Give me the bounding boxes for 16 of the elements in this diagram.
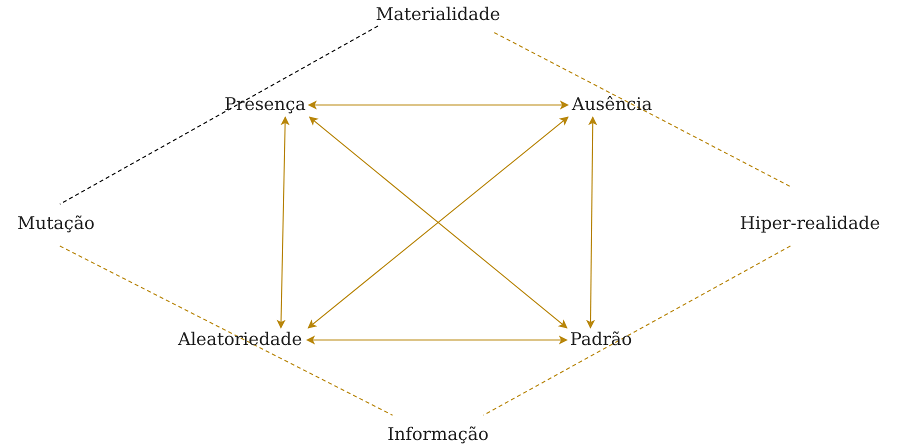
concept-label: Mutação — [17, 213, 95, 235]
concept-label: Informação — [387, 424, 489, 446]
arrow — [586, 116, 598, 329]
dashed-line — [60, 26, 378, 205]
concept-label: Padrão — [570, 329, 632, 351]
concept-label: Aleatoriedade — [178, 329, 302, 351]
concept-label: Presença — [224, 94, 306, 116]
arrow — [306, 336, 568, 344]
dashed-line — [483, 246, 791, 416]
dashed-line — [60, 246, 393, 416]
dashed-line — [494, 32, 791, 188]
arrow — [276, 116, 290, 329]
arrow — [308, 100, 569, 110]
concept-label: Ausência — [572, 94, 652, 116]
concept-label: Hiper-realidade — [740, 213, 880, 235]
concept-label: Materialidade — [376, 4, 500, 26]
